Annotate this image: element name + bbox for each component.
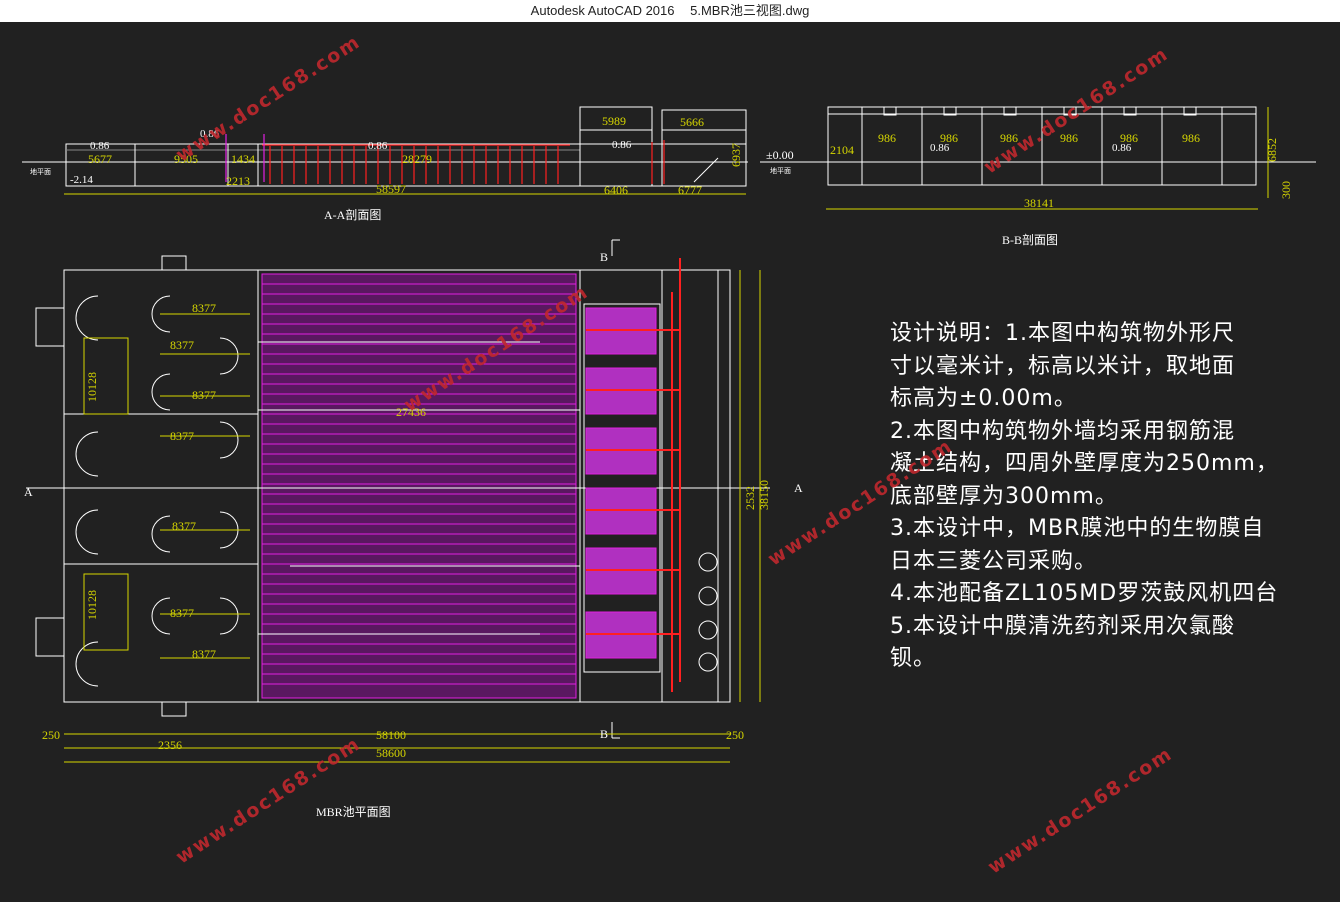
- aa-dim-1: 5677: [88, 152, 112, 166]
- bb-title: B-B剖面图: [1002, 233, 1058, 247]
- aa-dim-7: 5666: [680, 115, 704, 129]
- plan-dim-wall-right: 250: [726, 728, 744, 742]
- bb-zero-level: ±0.00: [766, 148, 794, 162]
- plan-section-b-bottom: B: [600, 727, 608, 741]
- aa-title: A-A剖面图: [324, 208, 381, 222]
- aa-level-3: 0.86: [368, 140, 388, 152]
- aa-level-2: 0.86: [200, 128, 220, 140]
- plan-labels: 8377 8377 8377 8377 8377 8377 8377 10128…: [42, 301, 771, 760]
- bb-left-dim: 2104: [830, 143, 854, 157]
- aa-dim-8: 6937: [729, 143, 743, 167]
- aa-level-1: 0.86: [90, 140, 110, 152]
- bb-bay-4: 986: [1060, 131, 1078, 145]
- plan-dim-row-2: 8377: [170, 338, 194, 352]
- bb-bay-5: 986: [1120, 131, 1138, 145]
- section-aa-membranes: [225, 134, 665, 184]
- section-aa: [22, 106, 748, 195]
- plan-section-a-right: A: [794, 481, 803, 495]
- bb-bay-3: 986: [1000, 131, 1018, 145]
- aa-dim-10: 6777: [678, 183, 702, 197]
- plan-title: MBR池平面图: [316, 805, 391, 819]
- plan-pipes: [586, 258, 681, 692]
- note-line-3: 标高为±0.00m。: [890, 386, 1077, 411]
- section-aa-labels: 5677 9505 1434 28279 2213 5989 5666 6937…: [88, 114, 743, 197]
- plan-dim-row-4: 8377: [170, 429, 194, 443]
- bb-height: 6852: [1265, 138, 1279, 162]
- bb-bay-1: 986: [878, 131, 896, 145]
- aa-dim-5: 2213: [226, 174, 250, 188]
- design-notes: 设计说明：1.本图中构筑物外形尺 寸以毫米计，标高以米计，取地面 标高为±0.0…: [890, 318, 1330, 676]
- file-name: 5.MBR池三视图.dwg: [690, 3, 810, 18]
- section-bb: [760, 106, 1316, 210]
- note-line-2: 寸以毫米计，标高以米计，取地面: [890, 353, 1236, 379]
- aa-level-4: 0.86: [612, 139, 632, 151]
- aa-ground-label: 地平面: [30, 167, 51, 176]
- plan-dim-inner: 27436: [396, 405, 426, 419]
- aa-total: 58597: [376, 182, 406, 196]
- plan-dim-row-7: 8377: [192, 647, 216, 661]
- note-line-6: 底部壁厚为300mm。: [890, 483, 1118, 509]
- section-bb-levels: ±0.00 地平面 0.86 0.86 B-B剖面图: [766, 142, 1132, 247]
- plan-dim-right2: 38150: [757, 480, 771, 510]
- plan-dim-wall-left: 250: [42, 728, 60, 742]
- bb-bay-2: 986: [940, 131, 958, 145]
- plan-dim-row-5: 8377: [172, 519, 196, 533]
- section-aa-levels: 0.86 0.86 0.86 0.86 -2.14 地平面 A-A剖面图: [30, 128, 632, 222]
- aa-dim-2: 9505: [174, 152, 198, 166]
- app-name: Autodesk AutoCAD 2016: [530, 3, 675, 18]
- bb-ground-label: 地平面: [770, 166, 791, 175]
- note-line-7: 3.本设计中，MBR膜池中的生物膜自: [890, 516, 1265, 541]
- note-line-11: 钡。: [890, 646, 937, 671]
- plan-yellow-frames: [64, 270, 761, 763]
- plan-dim-d2: 58100: [376, 728, 406, 742]
- cad-drawing[interactable]: 5677 9505 1434 28279 2213 5989 5666 6937…: [0, 22, 1340, 898]
- aa-dim-4: 28279: [402, 152, 432, 166]
- bb-level-1: 0.86: [930, 142, 950, 154]
- aa-bottom-level: -2.14: [70, 174, 93, 186]
- title-bar: Autodesk AutoCAD 2016 5.MBR池三视图.dwg: [0, 0, 1340, 22]
- plan-dim-row-3: 8377: [192, 388, 216, 402]
- plan-section-marks: A A B B MBR池平面图: [24, 250, 803, 819]
- plan-section-a-left: A: [24, 485, 33, 499]
- plan-dim-right1: 2532: [743, 486, 757, 510]
- note-line-10: 5.本设计中膜清洗药剂采用次氯酸: [890, 613, 1235, 639]
- bb-base: 300: [1279, 181, 1293, 199]
- aa-dim-9: 6406: [604, 183, 628, 197]
- section-bb-labels: 986 986 986 986 986 986 2104 38141 6852 …: [830, 131, 1293, 210]
- plan-dim-row-1: 8377: [192, 301, 216, 315]
- drawing-canvas[interactable]: 5677 9505 1434 28279 2213 5989 5666 6937…: [0, 22, 1340, 898]
- bb-total: 38141: [1024, 196, 1054, 210]
- note-line-5: 凝土结构，四周外壁厚度为250mm，: [890, 451, 1279, 476]
- note-line-4: 2.本图中构筑物外墙均采用钢筋混: [890, 418, 1235, 444]
- note-line-1: 设计说明：1.本图中构筑物外形尺: [890, 321, 1235, 346]
- plan-dim-row-6: 8377: [170, 606, 194, 620]
- plan-dim-total: 58600: [376, 746, 406, 760]
- plan-view: [26, 239, 770, 739]
- plan-dim-w2: 10128: [85, 590, 99, 620]
- plan-dim-w1: 10128: [85, 372, 99, 402]
- plan-section-b-top: B: [600, 250, 608, 264]
- plan-dim-d1: 2356: [158, 738, 182, 752]
- aa-dim-6: 5989: [602, 114, 626, 128]
- note-line-9: 4.本池配备ZL105MD罗茨鼓风机四台: [890, 581, 1279, 606]
- note-line-8: 日本三菱公司采购。: [890, 548, 1098, 574]
- aa-dim-3: 1434: [231, 152, 255, 166]
- bb-level-2: 0.86: [1112, 142, 1132, 154]
- bb-bay-6: 986: [1182, 131, 1200, 145]
